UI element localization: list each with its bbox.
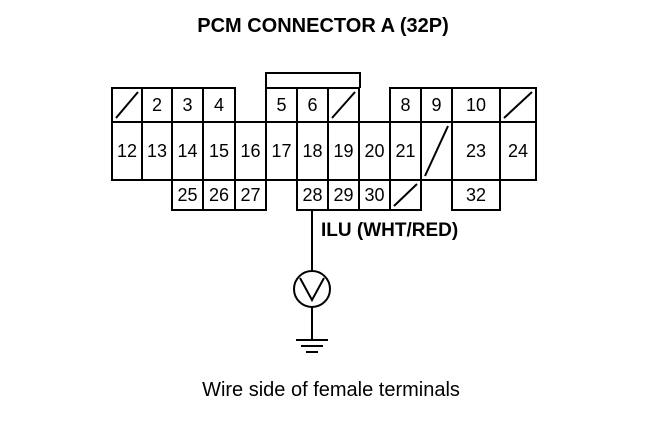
terminal-cell-25 [171,179,204,211]
ground-symbol [296,339,328,353]
terminal-label-10: 10 [466,95,486,115]
terminal-label-5: 5 [276,95,286,115]
connector-latch [265,72,361,88]
terminal-label-13: 13 [147,141,167,161]
unused-slash [393,183,418,207]
voltmeter-v-glyph [299,277,325,303]
terminal-label-26: 26 [209,185,229,205]
terminal-cell-13 [141,121,173,181]
terminal-cell-12 [111,121,143,181]
terminal-cell-21 [389,121,422,181]
terminal-label-2: 2 [152,95,162,115]
terminal-cell-15 [202,121,236,181]
terminal-label-18: 18 [302,141,322,161]
terminal-label-3: 3 [182,95,192,115]
terminal-cell-30 [358,179,391,211]
unused-slash [503,91,533,119]
terminal-cell-14 [171,121,204,181]
terminal-label-30: 30 [364,185,384,205]
terminal-label-32: 32 [466,185,486,205]
caption: Wire side of female terminals [202,379,460,401]
terminal-label-19: 19 [333,141,353,161]
terminal-cell-19 [327,121,360,181]
terminal-label-23: 23 [466,141,486,161]
terminal-label-25: 25 [177,185,197,205]
unused-slash [424,125,449,177]
terminal-cell-32 [451,179,501,211]
terminal-cell-28 [296,179,329,211]
unused-slash [331,91,356,119]
terminal-label-28: 28 [302,185,322,205]
terminal-cell-24 [499,121,537,181]
terminal-label-9: 9 [431,95,441,115]
terminal-cell-29 [327,179,360,211]
terminal-label-20: 20 [364,141,384,161]
terminal-label-8: 8 [400,95,410,115]
terminal-cell-17 [265,121,298,181]
terminal-label-17: 17 [271,141,291,161]
terminal-label-29: 29 [333,185,353,205]
terminal-label-15: 15 [209,141,229,161]
terminal-label-6: 6 [307,95,317,115]
terminal-label-16: 16 [240,141,260,161]
terminal-label-27: 27 [240,185,260,205]
ilu-circuit [293,210,331,353]
terminal-label-12: 12 [117,141,137,161]
wire-label: ILU (WHT/RED) [321,220,458,241]
terminal-label-24: 24 [508,141,528,161]
terminal-cell-18 [296,121,329,181]
terminal-label-4: 4 [214,95,224,115]
terminal-cell-27 [234,179,267,211]
terminal-label-14: 14 [177,141,197,161]
terminal-label-21: 21 [395,141,415,161]
diagram-title: PCM CONNECTOR A (32P) [197,15,449,37]
unused-slash [115,91,139,119]
